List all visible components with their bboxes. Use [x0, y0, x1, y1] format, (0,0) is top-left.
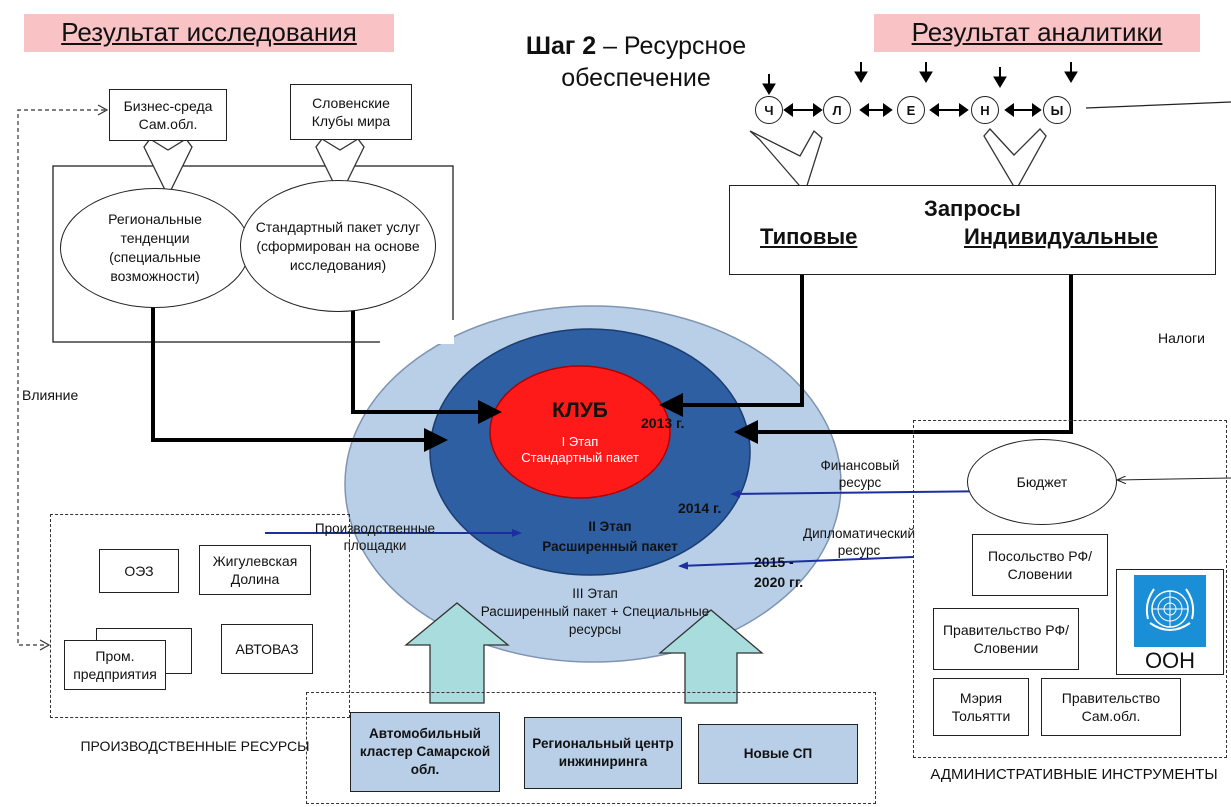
- chevron-down-icon: [983, 128, 1047, 192]
- typical-to-club-arrow: [659, 250, 804, 417]
- package-to-club-arrow: [351, 305, 502, 424]
- prom-enterprises-box: Пром. предприятия: [64, 640, 166, 690]
- requests-individual: Индивидуальные: [964, 224, 1158, 249]
- chevron-down-icon: [143, 138, 193, 198]
- slovenian-clubs-box: Словенские Клубы мира: [290, 84, 412, 140]
- influence-line: [17, 109, 105, 646]
- zhigulevskaya-box: Жигулевская Долина: [199, 545, 311, 595]
- requests-typical: Типовые: [760, 224, 858, 249]
- chevron-down-icon: [315, 138, 365, 198]
- taxes-label: Налоги: [1158, 330, 1205, 346]
- government-rf-box: Правительство РФ/Словении: [933, 608, 1079, 670]
- mayor-box: Мэрия Тольятти: [933, 678, 1029, 736]
- research-result-header: Результат исследования: [24, 14, 394, 52]
- auto-cluster-box: Автомобильный кластер Самарской обл.: [350, 712, 500, 792]
- government-samara-box: Правительство Сам.обл.: [1041, 678, 1181, 736]
- individual-to-club-arrow: [734, 250, 1073, 444]
- diplomatic-resource-label: Дипломатический ресурс: [802, 526, 916, 558]
- up-arrow: [658, 609, 764, 704]
- letter-input-arrows: [762, 62, 1078, 95]
- financial-resource-arrow: [730, 489, 1004, 498]
- new-jv-box: Новые СП: [698, 724, 858, 784]
- inner-core-stage1: [489, 365, 671, 499]
- production-resources-caption: ПРОИЗВОДСТВЕННЫЕ РЕСУРСЫ: [80, 738, 310, 754]
- un-box: ООН: [1116, 569, 1224, 675]
- avtovaz-box: АВТОВАЗ: [221, 624, 313, 674]
- requests-box: Запросы Типовые Индивидуальные: [729, 185, 1216, 275]
- trends-to-club-arrow: [151, 305, 448, 452]
- stage3-text: III Этап Расширенный пакет + Специальные…: [480, 586, 710, 637]
- requests-title: Запросы: [924, 196, 1021, 221]
- engineering-center-box: Региональный центр инжиниринга: [524, 717, 682, 789]
- influence-label: Влияние: [22, 387, 79, 403]
- research-group-frame: [52, 165, 454, 343]
- letter-circle: Ч: [755, 96, 783, 124]
- step-title: Шаг 2 – Ресурсное обеспечение: [525, 32, 747, 92]
- year-2014: 2014 г.: [678, 500, 722, 516]
- stage1-text: I Этап Стандартный пакет: [521, 434, 639, 465]
- admin-instruments-frame: [913, 420, 1227, 758]
- letter-circle: Н: [971, 96, 999, 124]
- letter-circle: Л: [823, 96, 851, 124]
- letter-circle: Е: [897, 96, 925, 124]
- financial-resource-label: Финансовый ресурс: [820, 458, 900, 490]
- bottom-resources-frame: [306, 692, 876, 804]
- standard-package-oval: Стандартный пакет услуг (сформирован на …: [240, 180, 436, 312]
- un-label: ООН: [1144, 648, 1196, 673]
- oez-box: ОЭЗ: [99, 549, 179, 593]
- club-title: КЛУБ: [552, 399, 608, 422]
- un-emblem-icon: [1134, 575, 1206, 647]
- production-sites-label: Производственные площадки: [314, 521, 436, 553]
- embassy-box: Посольство РФ/Словении: [972, 534, 1108, 596]
- letter-links: [783, 103, 1042, 117]
- up-arrow: [404, 602, 510, 704]
- year-2015-2020: 2015 - 2020 гг.: [754, 554, 804, 590]
- regional-trends-oval: Региональные тенденции (специальные возм…: [60, 188, 250, 308]
- business-environment-box: Бизнес-среда Сам.обл.: [109, 89, 227, 141]
- admin-instruments-caption: АДМИНИСТРАТИВНЫЕ ИНСТРУМЕНТЫ: [930, 766, 1218, 783]
- diplomatic-resource-arrow: [678, 556, 914, 570]
- analytics-result-header: Результат аналитики: [874, 14, 1200, 52]
- stage2-text: II Этап Расширенный пакет: [542, 519, 678, 554]
- budget-oval: Бюджет: [967, 439, 1117, 525]
- year-2013: 2013 г.: [641, 415, 685, 431]
- production-resources-frame: [50, 514, 350, 718]
- letter-circle: Ы: [1043, 96, 1071, 124]
- chevron-down-icon: [749, 129, 823, 194]
